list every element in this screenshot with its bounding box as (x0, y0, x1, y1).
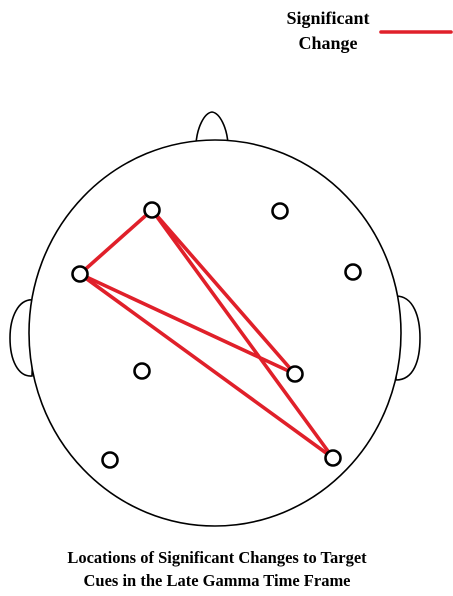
electrode-e6 (288, 367, 303, 382)
scalp-circle (29, 140, 401, 526)
electrode-e1 (145, 203, 160, 218)
legend: Significant Change (286, 8, 451, 53)
legend-label-line2: Change (298, 33, 357, 53)
legend-label-line1: Significant (286, 8, 369, 28)
caption-line2: Cues in the Late Gamma Time Frame (83, 571, 350, 590)
electrode-e2 (273, 204, 288, 219)
head-outline (10, 112, 420, 526)
electrode-e7 (103, 453, 118, 468)
electrode-e8 (326, 451, 341, 466)
caption: Locations of Significant Changes to Targ… (67, 548, 367, 590)
electrode-e3 (73, 267, 88, 282)
electrode-e5 (135, 364, 150, 379)
caption-line1: Locations of Significant Changes to Targ… (67, 548, 367, 567)
nose-shape (196, 112, 228, 144)
electrode-e4 (346, 265, 361, 280)
